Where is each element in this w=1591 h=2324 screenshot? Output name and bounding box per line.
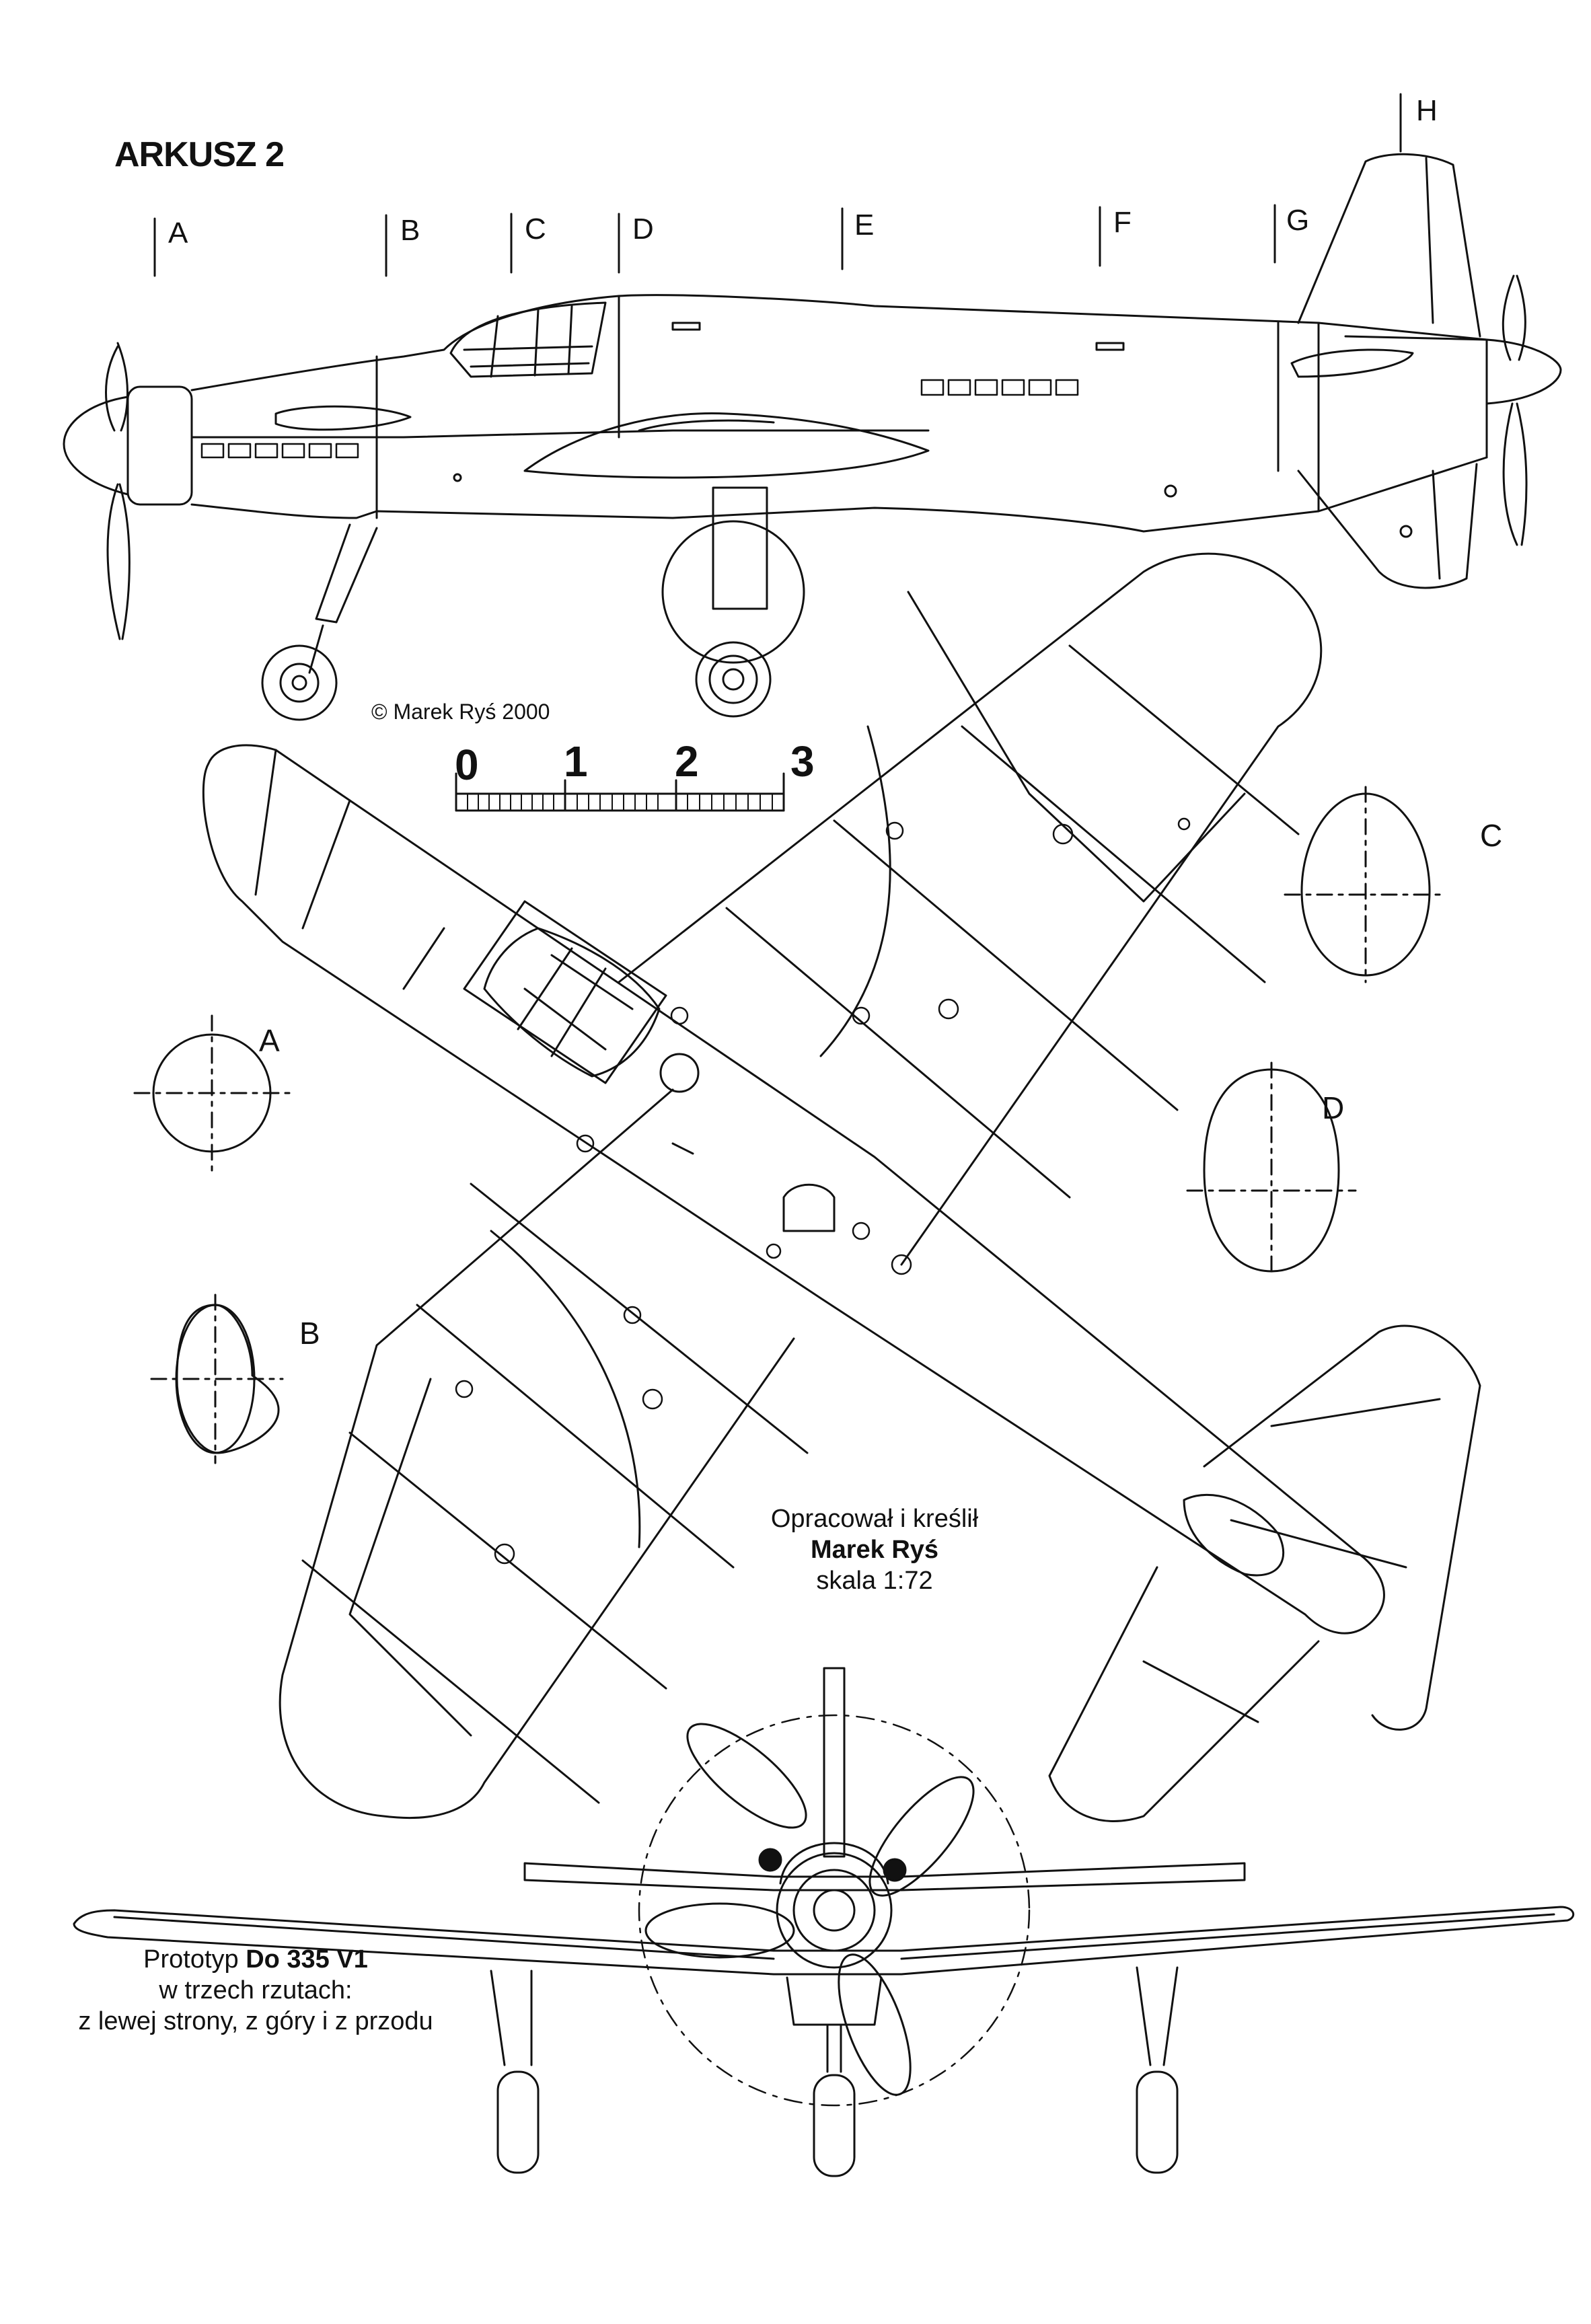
station-label-g: G — [1286, 204, 1310, 237]
author-credit: Opracował i kreślił Marek Ryś skala 1:72 — [740, 1503, 1009, 1596]
credit-scale: skala 1:72 — [816, 1567, 933, 1595]
sheet-title: ARKUSZ 2 — [114, 135, 285, 174]
station-label-b: B — [400, 214, 420, 247]
station-label-c: C — [525, 213, 546, 246]
side-view — [63, 153, 1562, 721]
station-label-e: E — [854, 209, 875, 241]
front-view — [73, 1667, 1575, 2177]
station-label-h: H — [1416, 94, 1438, 127]
scale-tick-1: 1 — [564, 737, 588, 786]
station-label-d: D — [632, 213, 654, 246]
prototype-line-3: z lewej strony, z góry i z przodu — [78, 2007, 433, 2035]
scale-tick-3: 3 — [790, 737, 815, 786]
station-label-f: F — [1113, 206, 1132, 239]
station-label-a: A — [168, 217, 188, 250]
section-label-a: A — [259, 1023, 280, 1058]
prototype-prefix: Prototyp — [143, 1945, 246, 1974]
section-label-c: C — [1480, 818, 1503, 853]
top-view — [202, 552, 1481, 1822]
station-markers — [153, 93, 1402, 277]
credit-line: Opracował i kreślił — [770, 1505, 979, 1533]
section-label-d: D — [1322, 1090, 1345, 1125]
copyright-note: © Marek Ryś 2000 — [371, 700, 550, 724]
prototype-caption: Prototyp Do 335 V1 w trzech rzutach: z l… — [40, 1944, 471, 2037]
scale-tick-0: 0 — [455, 741, 479, 789]
prototype-line-1: Prototyp Do 335 V1 — [40, 1944, 471, 1975]
credit-author: Marek Ryś — [810, 1536, 939, 1564]
prototype-model: Do 335 V1 — [246, 1945, 368, 1974]
prototype-line-2: w trzech rzutach: — [159, 1976, 353, 2004]
scale-bar — [455, 772, 785, 812]
scale-tick-2: 2 — [675, 737, 699, 786]
section-label-b: B — [299, 1316, 320, 1351]
cross-sections — [133, 786, 1448, 1464]
